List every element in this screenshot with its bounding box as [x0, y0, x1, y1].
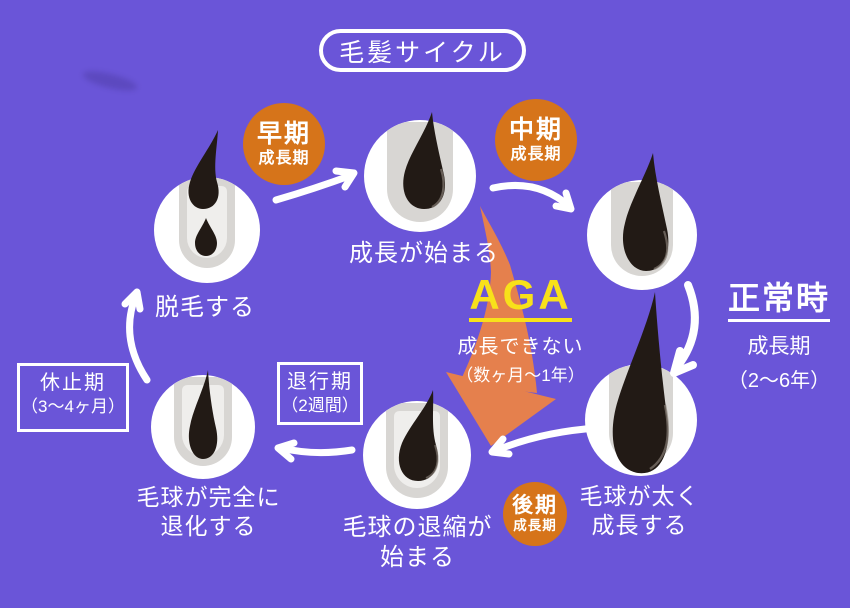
- normal-state-phase: 成長期: [747, 334, 811, 358]
- resting-phase-duration: （3〜4ヶ月）: [21, 397, 125, 416]
- badge-title: 早期: [256, 119, 311, 148]
- follicle-icon: [611, 182, 673, 276]
- caption-bulb-thickens: 毛球が太く 成長する: [557, 482, 722, 540]
- regression-phase-duration: （2週間）: [281, 396, 359, 415]
- follicle-icon: [609, 366, 673, 465]
- normal-state-duration: （2〜6年）: [727, 369, 831, 392]
- stage-circle: [364, 120, 476, 232]
- diagram-title: 毛髪サイクル: [319, 29, 526, 72]
- badge-early-growth-phase: 早期 成長期: [243, 103, 325, 185]
- follicle-inner: [187, 186, 227, 258]
- normal-state-label: 正常時 成長期 （2〜6年）: [700, 281, 850, 393]
- regression-phase-box: 退行期 （2週間）: [277, 362, 363, 425]
- stage-circle: [151, 375, 255, 479]
- normal-state-title: 正常時: [727, 281, 830, 322]
- caption-bulb-shrinks: 毛球の退縮が 始まる: [335, 513, 500, 573]
- badge-title: 中期: [508, 115, 563, 144]
- hair-remnant-icon: [195, 218, 217, 256]
- aga-title: AGA: [469, 274, 572, 322]
- detached-hair-icon: [188, 130, 219, 209]
- diagram-title-text: 毛髪サイクル: [339, 38, 506, 67]
- badge-title: 後期: [512, 494, 558, 518]
- arrow-shrink-to-degenerate-icon: [274, 439, 356, 463]
- follicle-icon: [387, 122, 453, 222]
- caption-text-line1: 毛球が太く: [579, 483, 700, 509]
- resting-phase-box: 休止期 （3〜4ヶ月）: [17, 363, 129, 432]
- arrow-growth-to-normal-icon: [489, 182, 575, 213]
- badge-late-growth-phase: 後期 成長期: [503, 482, 567, 546]
- follicle-inner: [182, 385, 224, 456]
- hair-strand-icon: [622, 153, 669, 271]
- caption-text-line1: 毛球が完全に: [136, 484, 281, 510]
- caption-growth-start: 成長が始まる: [334, 239, 514, 269]
- follicle-icon: [179, 178, 235, 268]
- caption-text-line2: 成長する: [591, 511, 688, 538]
- caption-shedding: 脱毛する: [125, 293, 285, 323]
- resting-phase-name: 休止期: [40, 372, 106, 394]
- hair-highlight: [425, 444, 439, 479]
- badge-subtitle: 成長期: [258, 149, 310, 167]
- follicle-inner: [394, 411, 440, 488]
- badge-subtitle: 成長期: [513, 518, 557, 534]
- aga-description: 成長できない: [457, 336, 584, 358]
- caption-text-line2: 始まる: [380, 544, 455, 571]
- caption-text: 成長が始まる: [349, 240, 499, 267]
- stage-circle: [154, 177, 260, 283]
- stage-normal-growth-illustration: [587, 153, 697, 290]
- hair-highlight: [431, 168, 445, 208]
- arrow-thick-to-shrink-icon: [488, 424, 601, 458]
- hair-highlight: [653, 230, 669, 271]
- caption-text-line1: 毛球の退縮が: [342, 514, 493, 541]
- badge-mid-growth-phase: 中期 成長期: [495, 99, 577, 181]
- stage-bulb-degenerates-illustration: [151, 370, 255, 479]
- aga-label: AGA 成長できない （数ヶ月〜1年）: [433, 274, 608, 386]
- stage-circle: [363, 401, 471, 509]
- follicle-icon: [174, 377, 232, 466]
- stage-bulb-shrinks-illustration: [363, 390, 471, 509]
- hair-strand-icon: [398, 390, 438, 481]
- arrow-normal-down-icon: [670, 281, 699, 377]
- aga-duration: （数ヶ月〜1年）: [456, 366, 585, 385]
- caption-text-line2: 退化する: [160, 512, 257, 539]
- caption-text: 脱毛する: [155, 294, 255, 321]
- hair-strand-icon: [188, 370, 218, 459]
- hair-highlight: [649, 404, 669, 470]
- badge-subtitle: 成長期: [510, 145, 562, 163]
- caption-bulb-degenerates: 毛球が完全に 退化する: [126, 483, 291, 541]
- follicle-icon: [386, 403, 448, 498]
- background-streak: [81, 67, 139, 95]
- hair-strand-icon: [612, 292, 669, 474]
- hair-strand-icon: [403, 112, 446, 209]
- regression-phase-name: 退行期: [287, 371, 353, 393]
